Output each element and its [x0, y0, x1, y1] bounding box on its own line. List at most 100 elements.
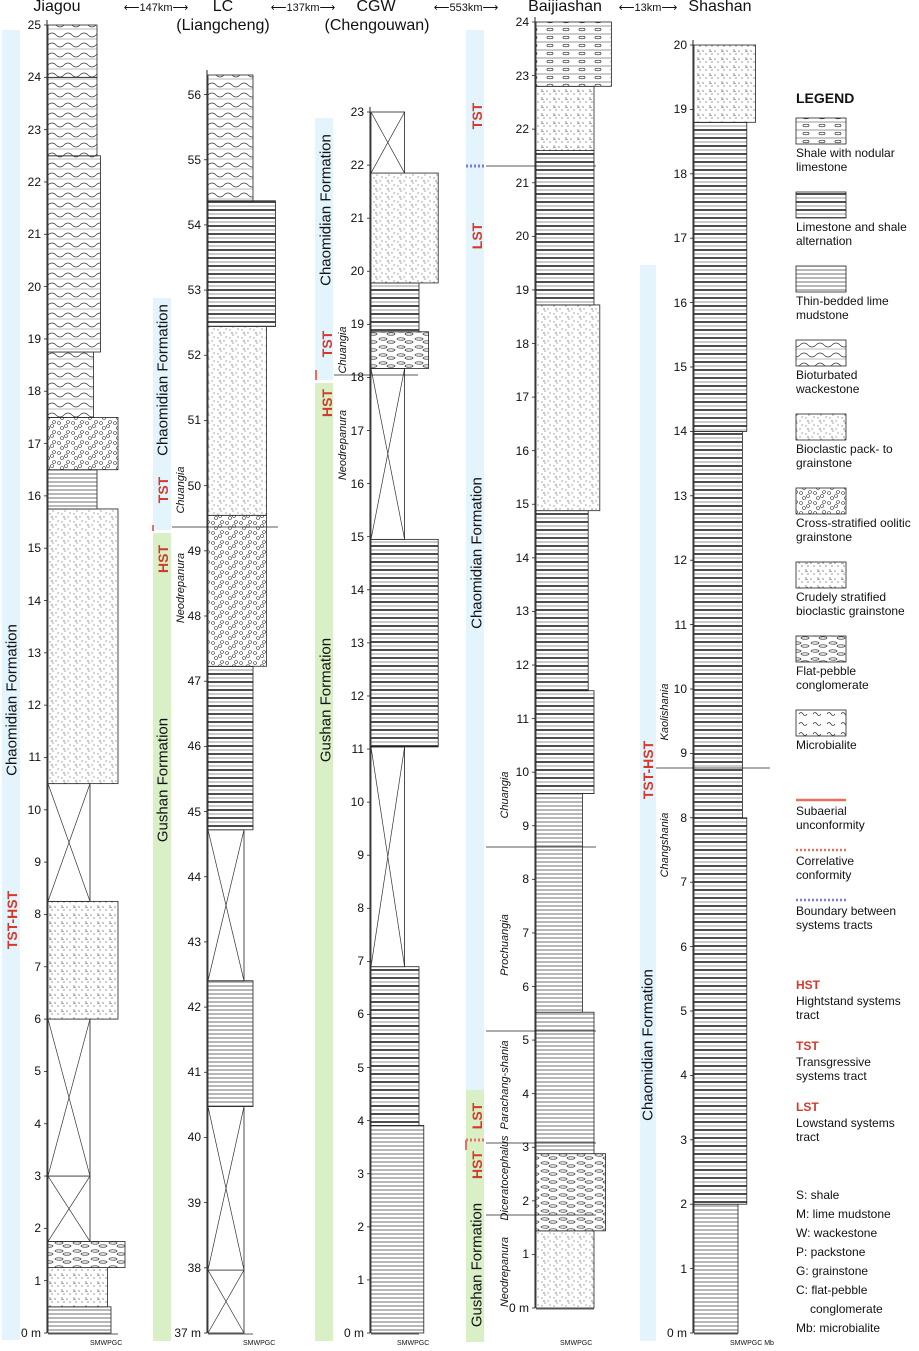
- jiagou-depth-tick: 6: [34, 1012, 41, 1027]
- lc-depth-tick: 47: [187, 674, 201, 689]
- shashan-depth-tick: 12: [673, 553, 687, 568]
- jiagou-depth-tick: 16: [27, 488, 41, 503]
- baijiashan-depth-tick: 22: [515, 122, 529, 137]
- rock-layer: [47, 76, 98, 157]
- lc-depth-tick: 43: [187, 934, 201, 949]
- shashan-depth-tick: 9: [680, 746, 687, 761]
- formation-band: [153, 533, 171, 1341]
- legend-swatch: [795, 413, 847, 441]
- cgw-depth-tick: 4: [357, 1113, 364, 1128]
- cgw-depth-tick: 7: [357, 954, 364, 969]
- baijiashan-depth-tick: 18: [515, 336, 529, 351]
- legend-item-label: Limestone and shale alternation: [796, 220, 907, 248]
- jiagou-depth-tick: 7: [34, 959, 41, 974]
- legend-line-label: Correlative conformity: [796, 854, 855, 882]
- baijiashan-depth-tick: 15: [515, 497, 529, 512]
- header-lc-full: (Liangcheng): [176, 17, 270, 34]
- jiagou-depth-tick: 2: [34, 1221, 41, 1236]
- rock-layer: [535, 21, 612, 87]
- shashan-depth-tick: 13: [673, 488, 687, 503]
- rock-layer: [693, 44, 756, 123]
- lc-depth-tick: 45: [187, 804, 201, 819]
- baijiashan-depth-tick: 19: [515, 282, 529, 297]
- lc-depth-tick: 50: [187, 478, 201, 493]
- baijiashan-depth-tick: 8: [522, 872, 529, 887]
- legend-tract-label: Hightstand systems tract: [796, 994, 901, 1022]
- legend-swatch: [795, 191, 847, 219]
- header-jiagou: Jiagou: [33, 0, 81, 15]
- legend-swatch: [795, 339, 847, 367]
- baijiashan-depth-tick: 3: [522, 1140, 529, 1155]
- rock-layer: [693, 817, 748, 1205]
- baijiashan-depth-tick: 13: [515, 604, 529, 619]
- shashan-depth-tick: 6: [680, 939, 687, 954]
- legend-swatch: [795, 561, 847, 589]
- legend-item-label: Thin-bedded lime mudstone: [796, 294, 889, 322]
- shashan-depth-tick: 18: [673, 166, 687, 181]
- cgw-depth-tick: 6: [357, 1007, 364, 1022]
- lc-footer: SMWPGC: [243, 1340, 276, 1347]
- jiagou-depth-tick: 12: [27, 698, 41, 713]
- lc-depth-tick: 52: [187, 348, 201, 363]
- rock-layer: [535, 150, 595, 306]
- cgw-depth-tick: 0 m: [343, 1326, 364, 1340]
- rock-layer: [535, 510, 589, 692]
- shashan-depth-tick: 19: [673, 102, 687, 117]
- header-cgw: CGW: [356, 0, 396, 15]
- cgw-depth-tick: 18: [350, 370, 364, 385]
- rock-layer: [370, 331, 429, 369]
- rock-layer: [370, 1125, 425, 1334]
- rock-layer: [47, 508, 119, 785]
- formation-band: [466, 1090, 484, 1342]
- lc-depth-tick: 46: [187, 739, 201, 754]
- cgw-depth-tick: 3: [357, 1166, 364, 1181]
- formation-band: [640, 265, 656, 1341]
- baijiashan-depth-tick: 6: [522, 979, 529, 994]
- legend-abbreviation: W: wackestone: [796, 1226, 878, 1240]
- legend-tract-abbr: LST: [796, 1100, 819, 1114]
- cgw-depth-tick: 5: [357, 1060, 364, 1075]
- cgw-depth-tick: 8: [357, 901, 364, 916]
- rock-layer: [535, 1230, 595, 1309]
- shashan-depth-tick: 20: [673, 38, 687, 52]
- jiagou-depth-tick: 23: [27, 122, 41, 137]
- header-cgw-full: (Chengouwan): [324, 17, 430, 34]
- cgw-depth-tick: 17: [350, 423, 364, 438]
- jiagou-depth-tick: 14: [27, 593, 41, 608]
- baijiashan-depth-tick: 20: [515, 229, 529, 244]
- baijiashan-footer: SMWPGC: [560, 1340, 593, 1347]
- rock-layer: [535, 304, 601, 512]
- header-shashan: Shashan: [688, 0, 752, 15]
- baijiashan-depth-tick: 21: [515, 175, 529, 190]
- legend-abbreviation: conglomerate: [810, 1302, 883, 1316]
- jiagou-footer: SMWPGC: [90, 1340, 123, 1347]
- lc-depth-tick: 41: [187, 1065, 201, 1080]
- rock-layer: [47, 469, 98, 510]
- cgw-depth-tick: 22: [350, 158, 364, 173]
- baijiashan-depth-tick: 0 m: [508, 1301, 529, 1315]
- baijiashan-depth-tick: 4: [522, 1086, 529, 1101]
- jiagou-depth-tick: 13: [27, 645, 41, 660]
- formation-band: [153, 298, 171, 530]
- baijiashan-depth-tick: 9: [522, 818, 529, 833]
- lc-depth-tick: 54: [187, 217, 201, 232]
- rock-layer: [535, 690, 595, 794]
- rock-layer: [370, 966, 420, 1126]
- cgw-depth-tick: 1: [357, 1272, 364, 1287]
- cgw-depth-tick: 2: [357, 1219, 364, 1234]
- lc-depth-tick: 44: [187, 869, 201, 884]
- rock-layer: [47, 155, 101, 353]
- shashan-depth-tick: 2: [680, 1197, 687, 1212]
- legend-item-label: Crudely stratified bioclastic grainstone: [796, 590, 905, 618]
- jiagou-depth-tick: 20: [27, 279, 41, 294]
- baijiashan-depth-tick: 7: [522, 925, 529, 940]
- distance-jiagou-lc: ⟵147km⟶: [123, 2, 189, 14]
- shashan-depth-tick: 11: [674, 617, 687, 632]
- shashan-depth-tick: 7: [680, 875, 687, 890]
- distance-baijiashan-shashan: ⟵13km⟶: [618, 2, 678, 14]
- baijiashan-depth-tick: 1: [522, 1247, 529, 1262]
- shashan-depth-tick: 0 m: [666, 1326, 687, 1340]
- shashan-depth-tick: 4: [680, 1068, 687, 1083]
